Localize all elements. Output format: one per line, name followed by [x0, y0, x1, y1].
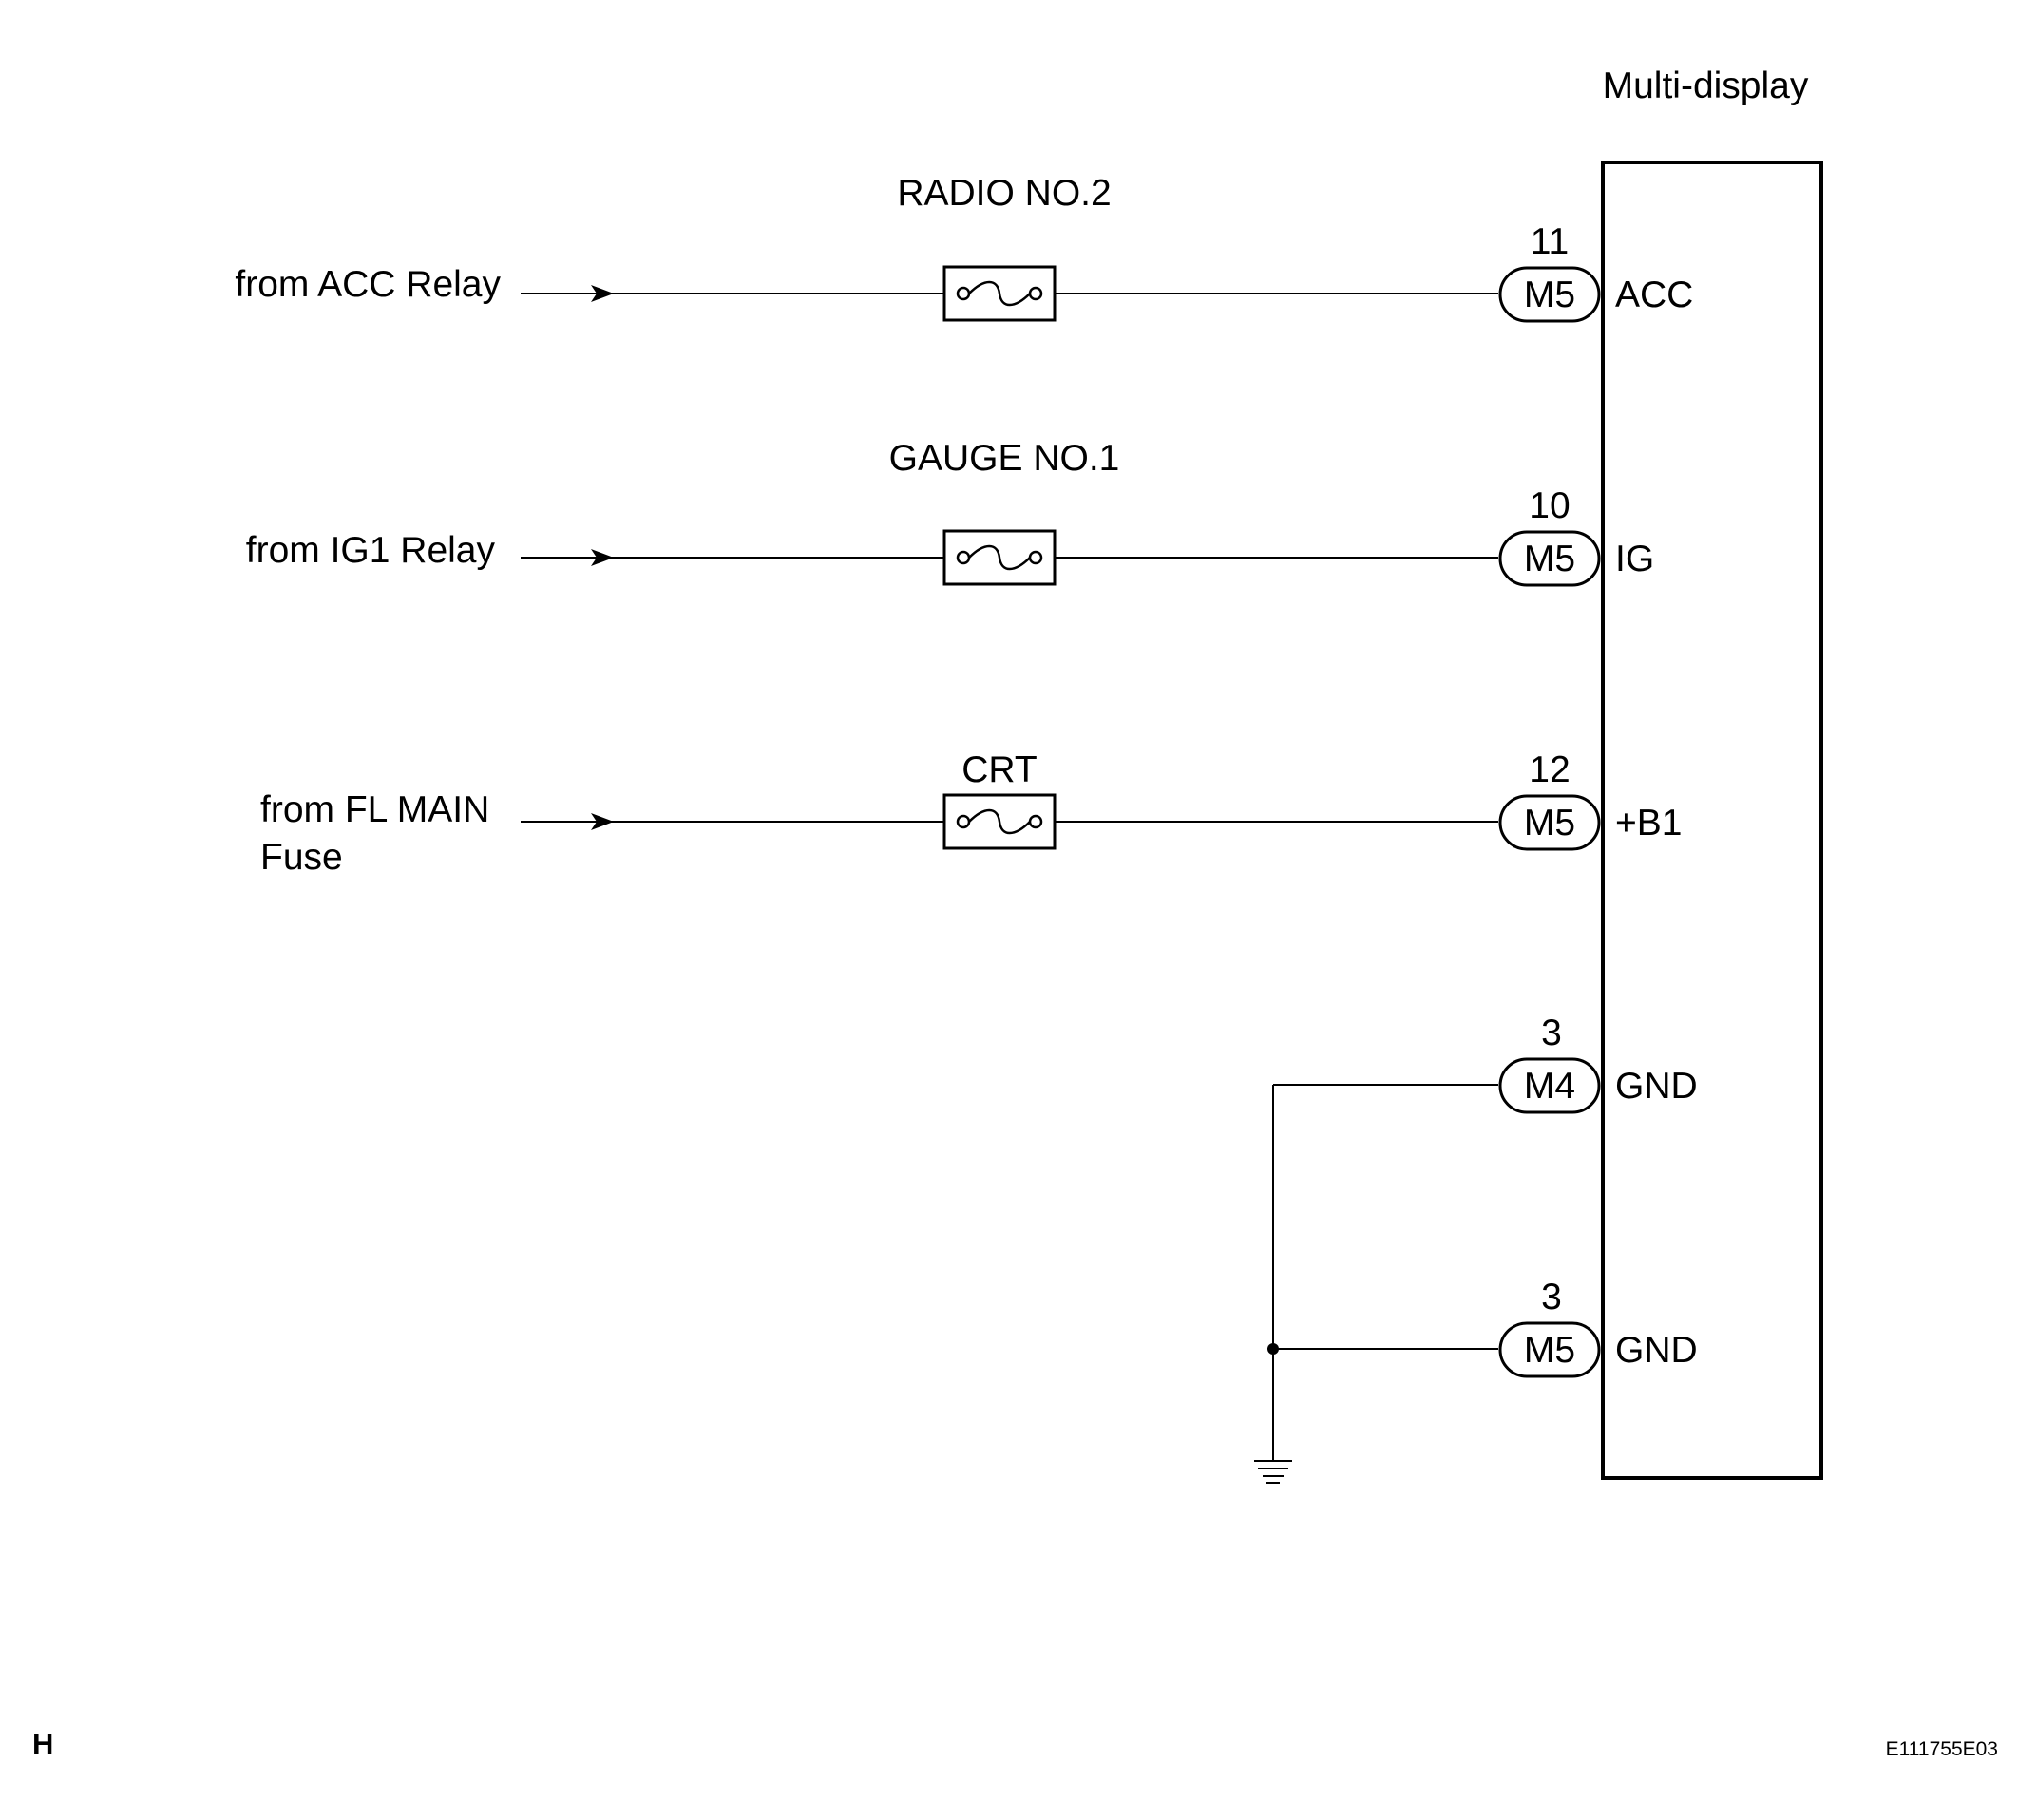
pin-number-gnd2: 3 [1541, 1277, 1562, 1318]
source-label-ig: from IG1 Relay [246, 530, 496, 571]
arrow-icon [591, 285, 614, 302]
connector-pill-gnd1 [1498, 1057, 1601, 1114]
ground-icon [1254, 1460, 1292, 1484]
junction-dot [1267, 1343, 1279, 1355]
multi-display-box [1601, 161, 1823, 1480]
connector-pill-b1 [1498, 794, 1601, 851]
terminal-label-ig: IG [1615, 539, 1654, 579]
connector-code-acc: M5 [1524, 275, 1575, 315]
component-title: Multi-display [1603, 66, 1809, 106]
fuse-icon [942, 529, 1057, 586]
terminal-label-gnd2: GND [1615, 1330, 1698, 1371]
fuse-label-acc: RADIO NO.2 [897, 173, 1111, 214]
fuse-icon [942, 793, 1057, 850]
source-label-acc: from ACC Relay [235, 264, 501, 305]
pin-number-gnd1: 3 [1541, 1013, 1562, 1053]
arrow-icon [591, 813, 614, 830]
fuse-label-b1: CRT [961, 749, 1037, 790]
terminal-label-acc: ACC [1615, 275, 1693, 315]
source-label-b1: from FL MAIN [260, 789, 489, 830]
pin-number-b1: 12 [1529, 749, 1570, 790]
figure-id: E111755E03 [1886, 1738, 1998, 1760]
footer-mark: H [32, 1727, 53, 1760]
connector-code-ig: M5 [1524, 539, 1575, 579]
connector-pill-ig [1498, 530, 1601, 587]
pin-number-ig: 10 [1529, 485, 1570, 526]
fuse-icon [942, 265, 1057, 322]
circuit-b1: from FL MAIN Fuse CRT 12 M5 +B1 [260, 749, 1682, 878]
pin-number-acc: 11 [1531, 221, 1570, 262]
circuit-acc: from ACC Relay RADIO NO.2 11 M5 ACC [235, 173, 1693, 323]
connector-code-gnd2: M5 [1524, 1330, 1575, 1371]
fuse-label-ig: GAUGE NO.1 [889, 438, 1120, 479]
circuit-ig: from IG1 Relay GAUGE NO.1 10 M5 IG [246, 438, 1654, 587]
connector-pill-acc [1498, 266, 1601, 323]
connector-pill-gnd2 [1498, 1321, 1601, 1378]
arrow-icon [591, 549, 614, 566]
terminal-label-gnd1: GND [1615, 1066, 1698, 1107]
connector-code-b1: M5 [1524, 803, 1575, 844]
ground-network: 3 M4 GND 3 M5 GND [1254, 1013, 1698, 1484]
source-label-b1-line2: Fuse [260, 837, 343, 878]
terminal-label-b1: +B1 [1615, 803, 1682, 844]
connector-code-gnd1: M4 [1524, 1066, 1575, 1107]
